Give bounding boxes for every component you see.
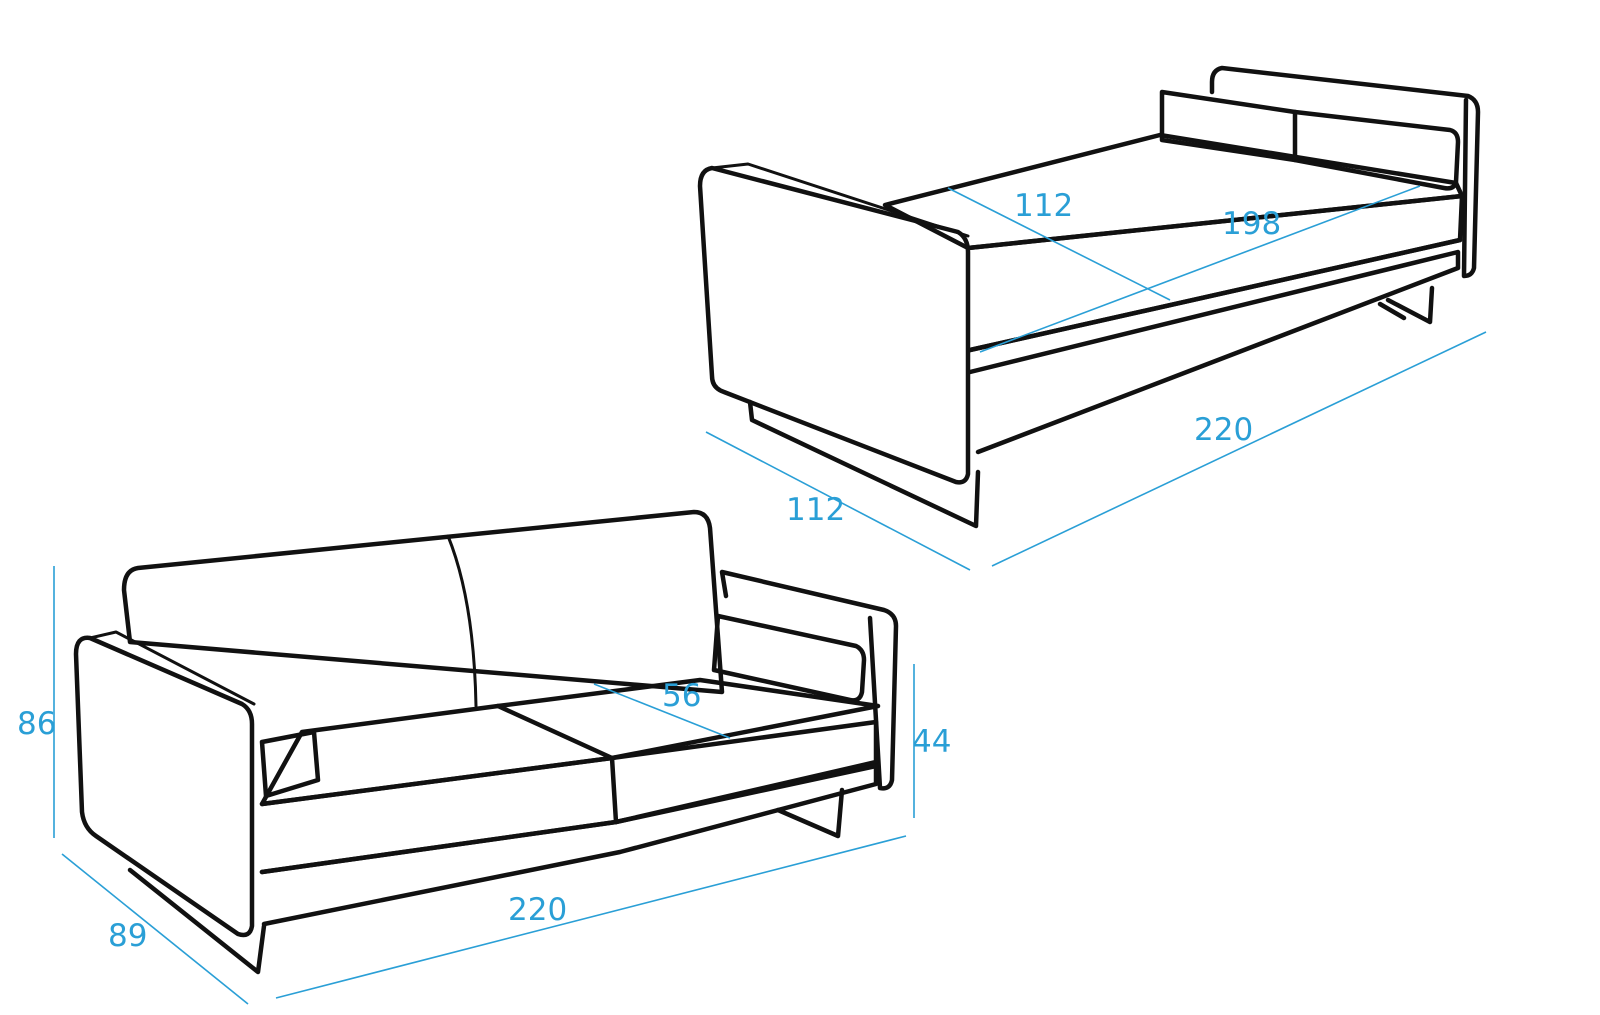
sofa-length-label: 220: [508, 892, 567, 928]
sofa-right-bolster: [711, 613, 867, 703]
sofa-height-label: 86: [17, 706, 56, 742]
bed-dimension-lines: [705, 185, 1487, 571]
bed-base-rail: [967, 237, 1463, 455]
bed-mattress-top: [882, 132, 1465, 251]
sofa-seat-right-front: [609, 719, 879, 825]
sofa-left-armrest-top: [88, 630, 256, 706]
bed-length-label: 220: [1194, 412, 1253, 448]
sofa-depth-dimension-line: [61, 853, 249, 1005]
bed-depth-label: 112: [786, 492, 845, 528]
sofa-bed-unfolded-drawing: [697, 65, 1481, 529]
sofa-length-dimension-line: [275, 835, 907, 999]
bed-mattress-length-dimension-line: [979, 185, 1421, 353]
sofa-dimension-labels: 86 89 220 56 44: [17, 678, 951, 954]
sofa-seat-height-label: 44: [912, 724, 951, 760]
sofa-folded-drawing: [73, 509, 899, 975]
sofa-base: [259, 763, 879, 927]
bed-back-armrest: [1209, 65, 1481, 279]
bed-bolster-left: [1159, 89, 1298, 163]
bed-leg-front: [747, 399, 981, 529]
bed-front-armrest: [697, 165, 971, 485]
bed-bolster-right: [1292, 109, 1461, 191]
sofa-left-armrest: [73, 635, 255, 938]
bed-dimension-labels: 112 220 112 198: [786, 188, 1281, 528]
bed-mattress-length-label: 198: [1222, 206, 1281, 242]
sofa-right-armrest: [719, 569, 899, 791]
bed-front-armrest-top: [710, 162, 970, 238]
bed-depth-dimension-line: [705, 431, 971, 571]
sofa-leg-front: [127, 867, 267, 975]
sofa-left-bolster: [259, 729, 321, 799]
sofa-seat-depth-dimension-line: [593, 683, 731, 739]
sofa-backrest: [121, 509, 725, 695]
sofa-seat-depth-label: 56: [662, 678, 701, 714]
sofa-leg-back: [775, 787, 845, 839]
sofa-seat-left-front: [259, 755, 619, 875]
bed-mattress-width-dimension-line: [947, 187, 1171, 301]
sofa-backrest-seam: [446, 534, 478, 708]
sofa-seat-right-top: [495, 677, 881, 761]
bed-mattress-width-label: 112: [1014, 188, 1073, 224]
bed-leg-back: [1377, 285, 1435, 325]
sofa-dimension-lines: [53, 566, 915, 1005]
sofa-depth-label: 89: [108, 918, 147, 954]
bed-length-dimension-line: [991, 331, 1487, 567]
